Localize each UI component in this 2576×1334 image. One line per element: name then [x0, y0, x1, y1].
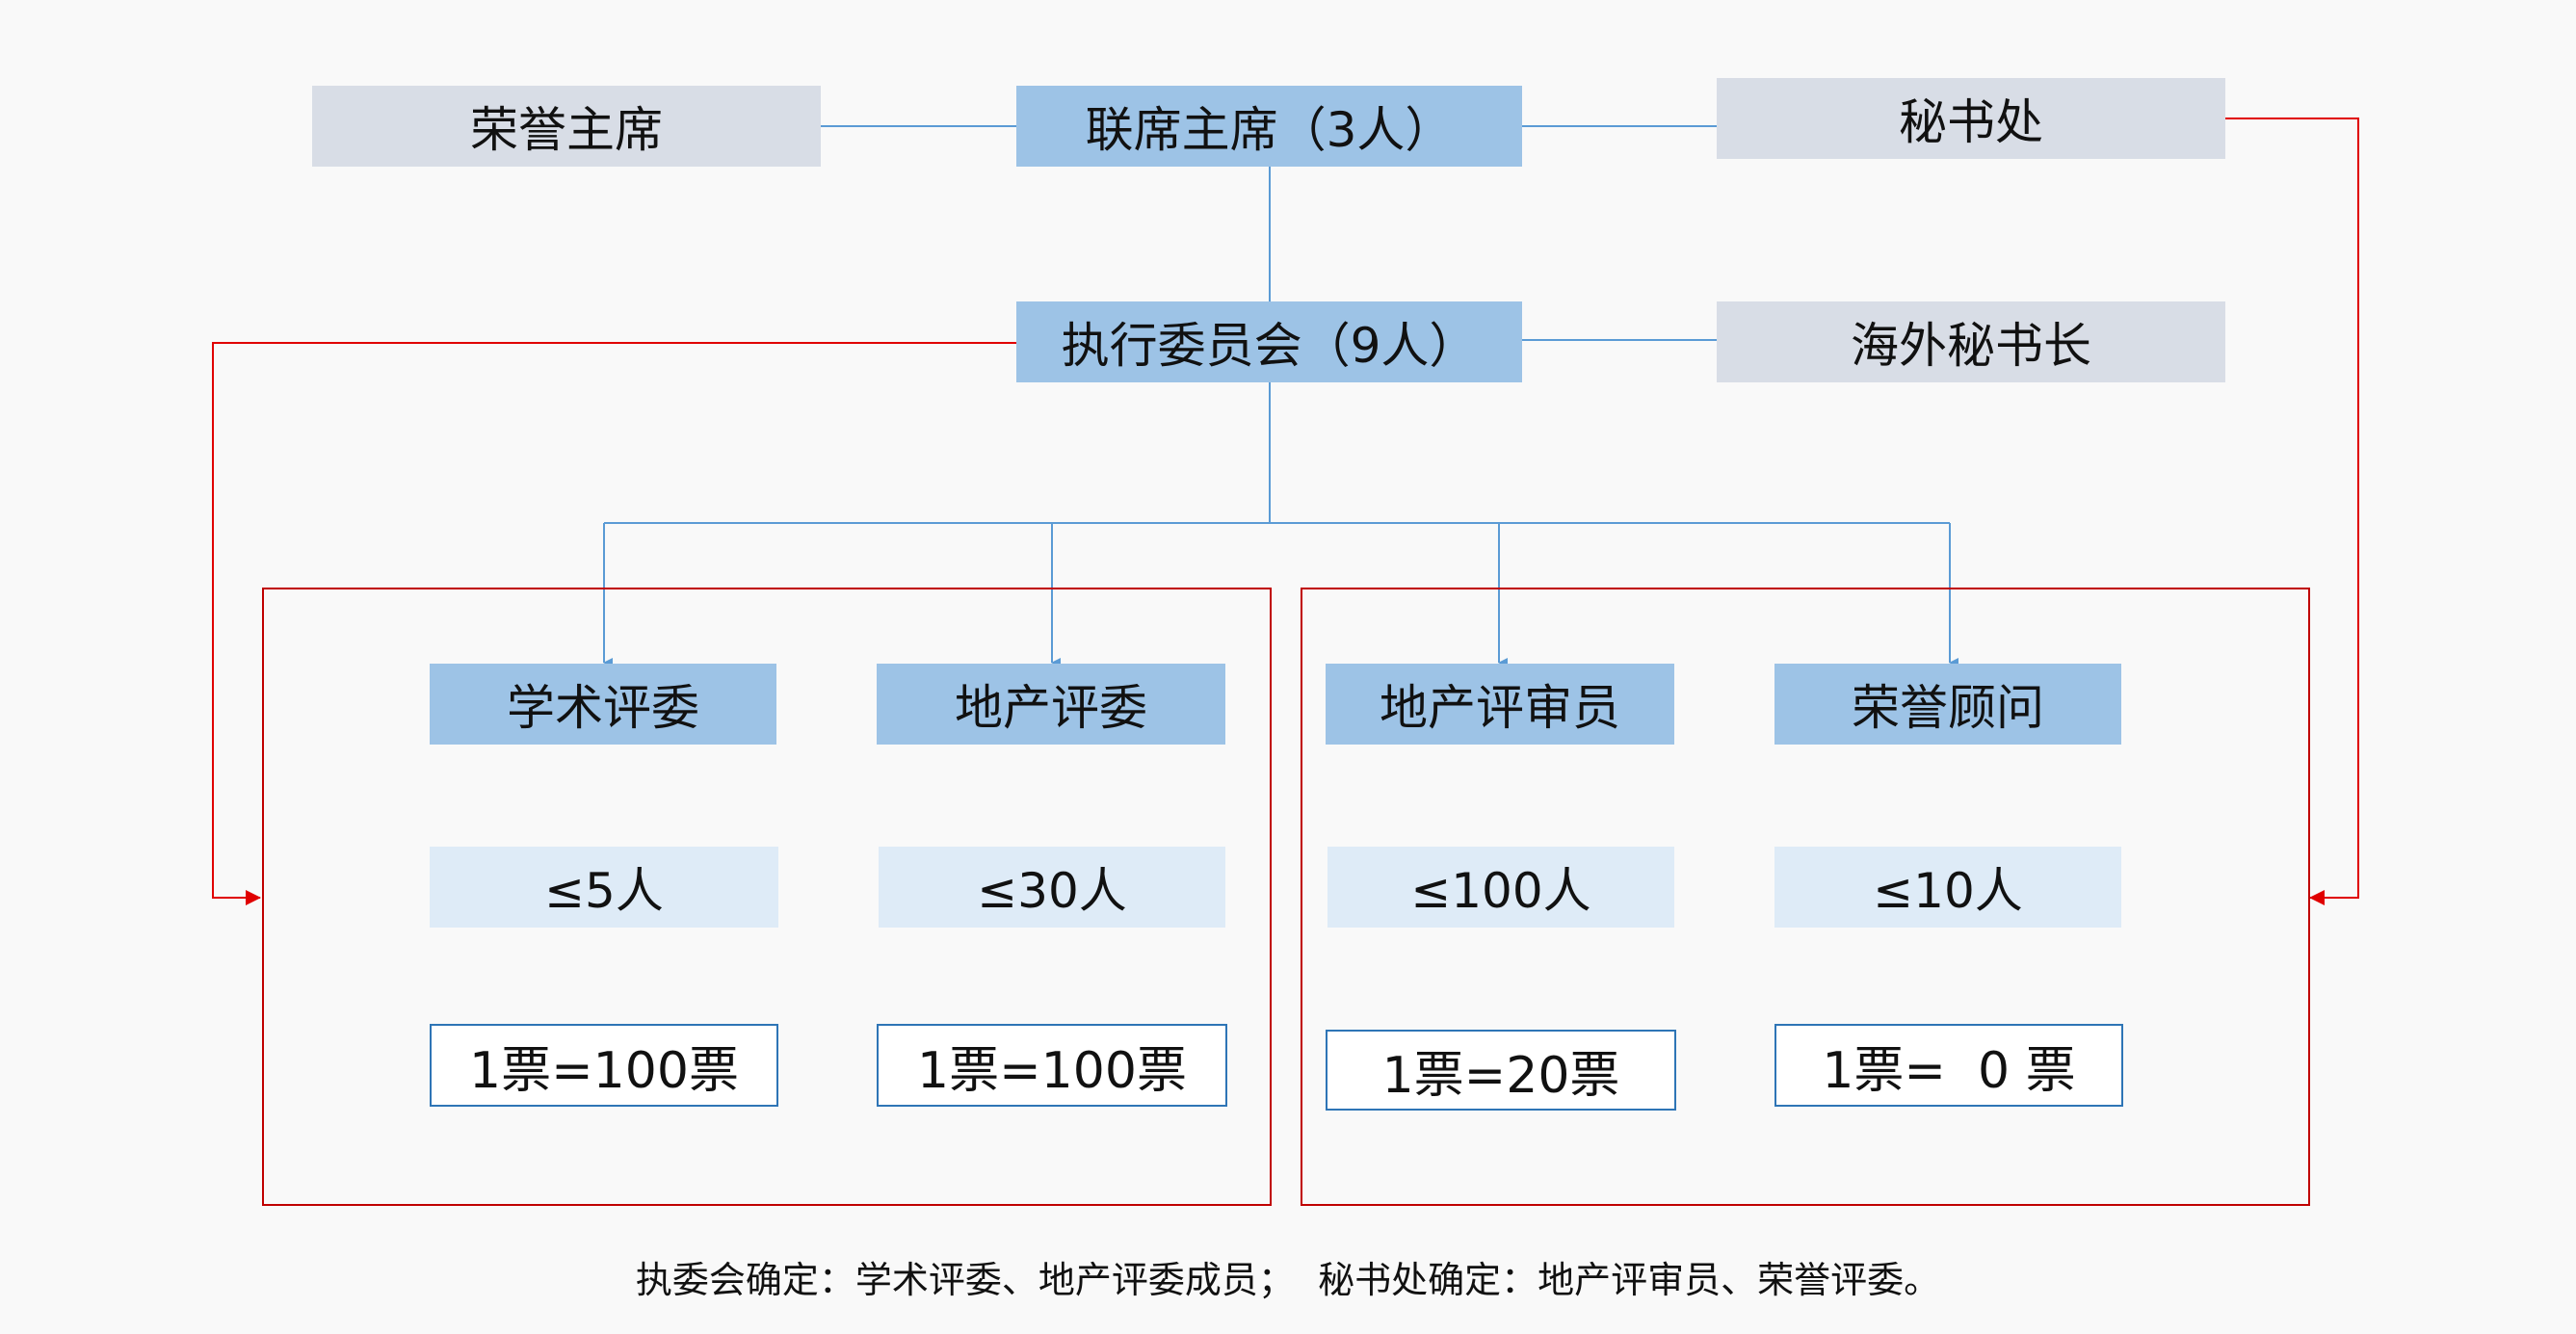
- overseas-secretary-general-box: 海外秘书长: [1717, 301, 2225, 382]
- honorary-advisors-limit: ≤10人: [1774, 847, 2121, 928]
- realestate-reviewers-vote-weight: 1票=20票: [1326, 1030, 1676, 1111]
- realestate-judges-vote-weight: 1票=100票: [877, 1024, 1227, 1107]
- academic-judges-vote-weight: 1票=100票: [430, 1024, 778, 1107]
- honorary-chair-box: 荣誉主席: [312, 86, 821, 167]
- academic-judges-limit: ≤5人: [430, 847, 778, 928]
- red-arrow-executive-to-left-group: [212, 342, 1016, 905]
- joint-chairs-box: 联席主席（3人）: [1016, 86, 1522, 167]
- honorary-advisors-title: 荣誉顾问: [1774, 664, 2121, 745]
- red-arrow-secretariat-to-right-group: [2225, 118, 2359, 905]
- realestate-reviewers-title: 地产评审员: [1326, 664, 1674, 745]
- realestate-judges-title: 地产评委: [877, 664, 1225, 745]
- realestate-reviewers-limit: ≤100人: [1327, 847, 1674, 928]
- secretariat-box: 秘书处: [1717, 78, 2225, 159]
- footnote-caption: 执委会确定：学术评委、地产评委成员； 秘书处确定：地产评审员、荣誉评委。: [635, 1259, 1941, 1301]
- right-group-frame: [1301, 588, 2310, 1206]
- realestate-judges-limit: ≤30人: [879, 847, 1225, 928]
- left-group-frame: [262, 588, 1272, 1206]
- executive-committee-box: 执行委员会（9人）: [1016, 301, 1522, 382]
- academic-judges-title: 学术评委: [430, 664, 776, 745]
- honorary-advisors-vote-weight: 1票= 0 票: [1774, 1024, 2123, 1107]
